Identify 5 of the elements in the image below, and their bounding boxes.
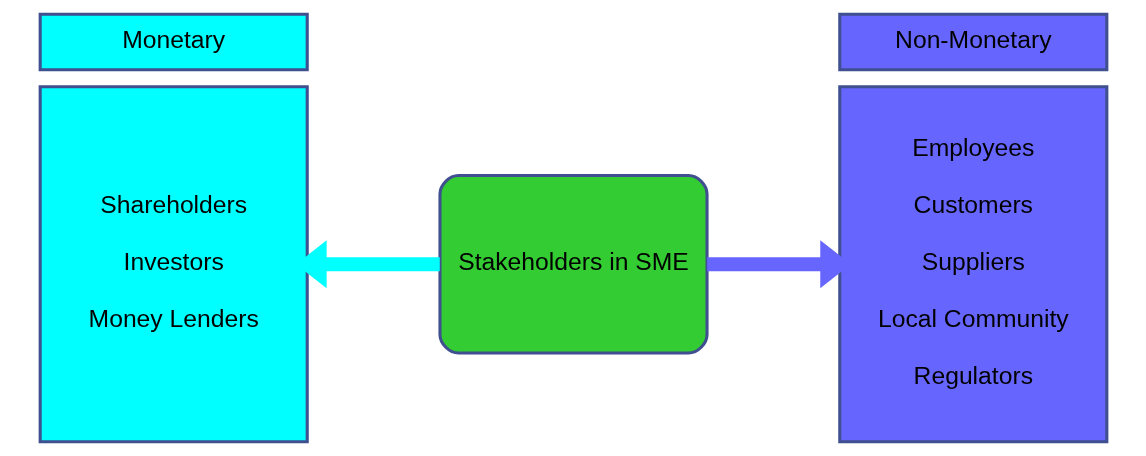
node-box: Monetary (38, 12, 309, 72)
node-box: Shareholders Investors Money Lenders (38, 85, 309, 444)
node-box: Stakeholders in SME (437, 173, 709, 355)
node-box: Employees Customers Suppliers Local Community Regulators (837, 85, 1108, 444)
node-box: Non-Monetary (837, 12, 1108, 72)
